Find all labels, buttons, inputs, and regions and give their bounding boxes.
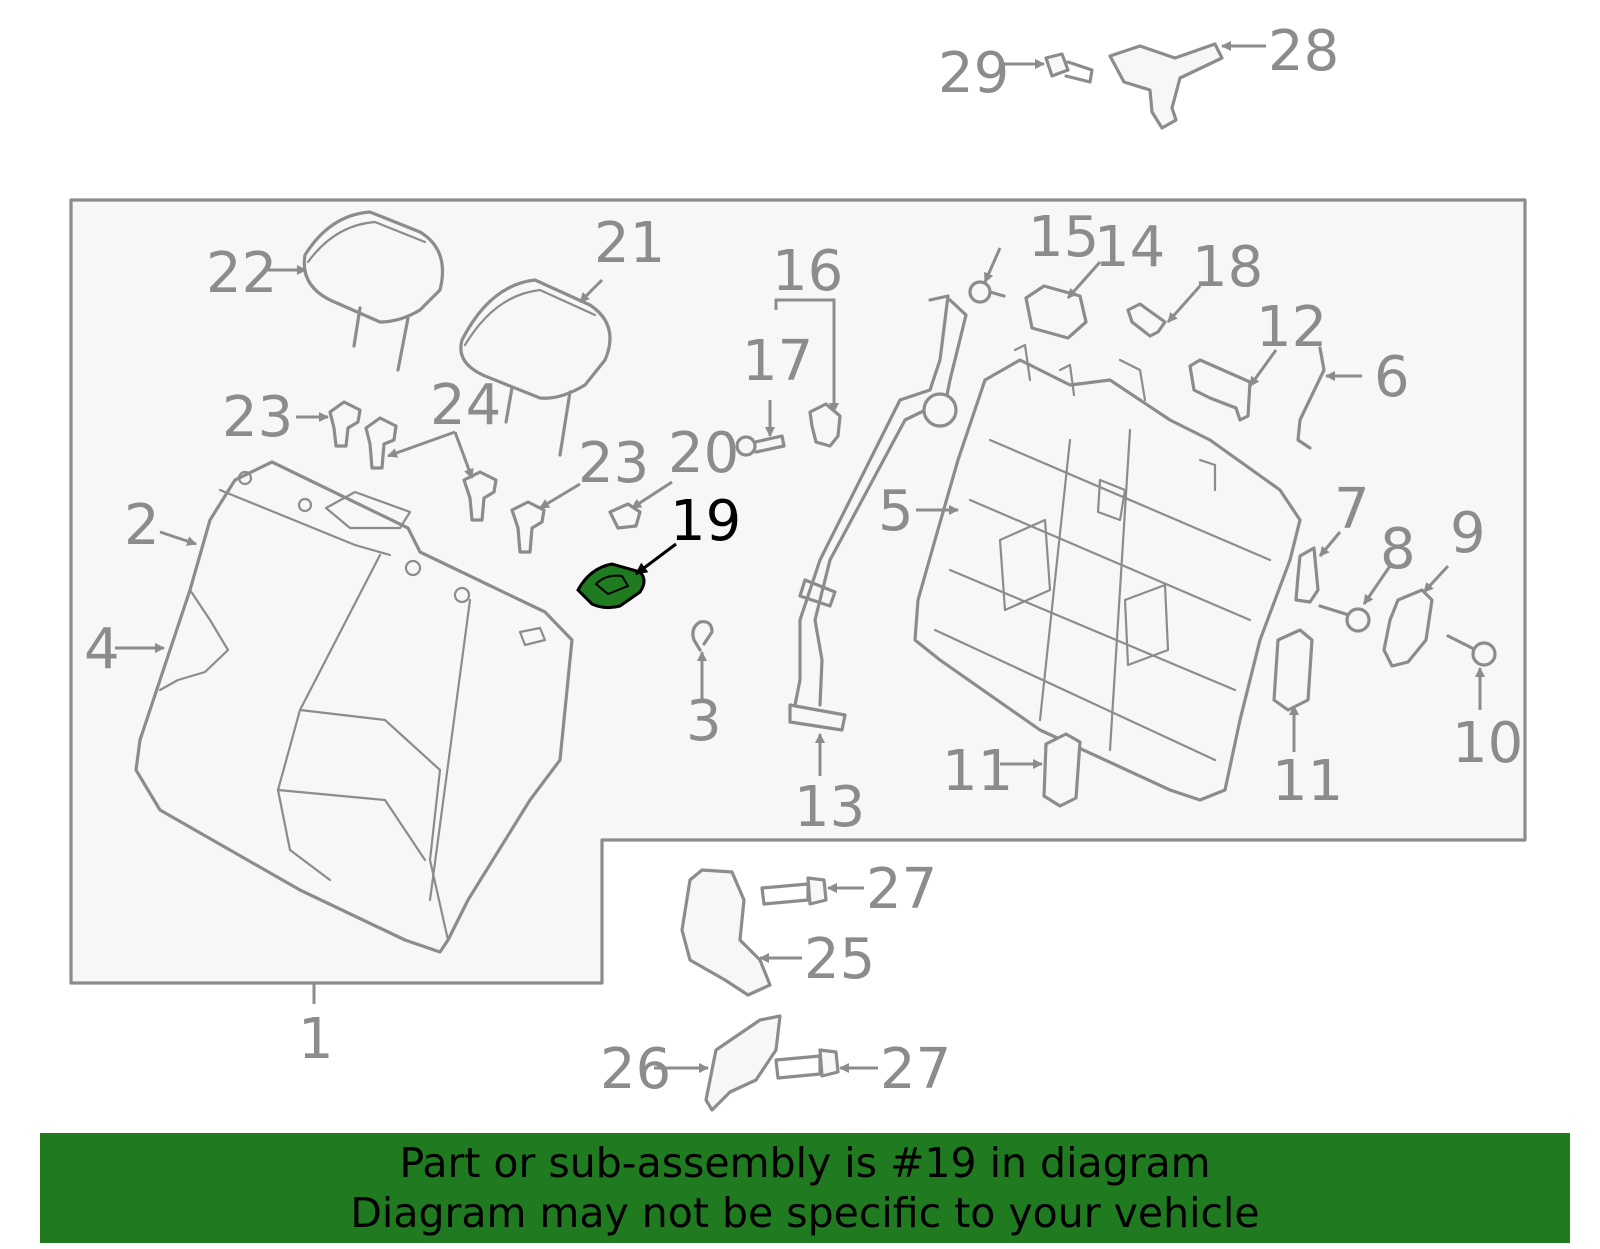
callout-13: 13 — [794, 775, 865, 840]
callout-27a: 27 — [866, 857, 937, 922]
headrest-guide-24a — [364, 416, 398, 470]
seatback-cushion — [134, 460, 574, 954]
headrest-22 — [302, 210, 445, 372]
leader-lines — [115, 41, 1485, 1073]
headrest-guide-23a — [328, 400, 362, 448]
callout-9: 9 — [1450, 501, 1486, 566]
bolt-10 — [1446, 634, 1497, 667]
callout-18: 18 — [1192, 235, 1263, 300]
bolt-29 — [1044, 52, 1094, 84]
clip-18 — [1126, 302, 1167, 338]
bolt-27a — [760, 876, 828, 906]
callout-6: 6 — [1374, 345, 1410, 410]
hinge-9 — [1382, 588, 1434, 668]
cover-11b — [1272, 628, 1314, 712]
callout-11a: 11 — [942, 739, 1013, 804]
callout-16: 16 — [772, 239, 843, 304]
callout-23b: 23 — [578, 431, 649, 496]
callout-2: 2 — [124, 493, 160, 558]
cover-12 — [1188, 358, 1252, 422]
bracket-25 — [680, 868, 772, 997]
callout-21: 21 — [594, 211, 665, 276]
cap-20 — [608, 502, 642, 530]
cover-11a — [1042, 732, 1082, 808]
callout-labels: 22 21 23 24 23 20 19 2 4 3 17 16 15 14 1… — [84, 19, 1523, 1102]
callout-19: 19 — [670, 489, 741, 554]
bracket-14 — [1024, 284, 1088, 340]
info-banner: Part or sub-assembly is #19 in diagram D… — [40, 1133, 1570, 1243]
bracket-7 — [1294, 546, 1320, 604]
headrest-guide-24b — [462, 470, 498, 522]
callout-10: 10 — [1452, 711, 1523, 776]
rod-6 — [1296, 346, 1326, 450]
bolt-17 — [735, 434, 786, 457]
callout-8: 8 — [1380, 517, 1416, 582]
callout-20: 20 — [668, 421, 739, 486]
clip-16 — [808, 402, 842, 448]
callout-28: 28 — [1268, 19, 1339, 84]
banner-line-2: Diagram may not be specific to your vehi… — [350, 1189, 1260, 1237]
callout-4: 4 — [84, 617, 120, 682]
bolt-8 — [1318, 604, 1371, 633]
bolt-27b — [774, 1048, 840, 1080]
callout-3: 3 — [686, 689, 722, 754]
callout-26: 26 — [600, 1037, 671, 1102]
banner-line-1: Part or sub-assembly is #19 in diagram — [399, 1139, 1211, 1187]
callout-5: 5 — [878, 479, 914, 544]
headrest-21 — [459, 278, 612, 457]
headrest-guide-23b — [510, 500, 546, 554]
callout-15: 15 — [1028, 205, 1099, 270]
hook-3 — [691, 620, 714, 652]
seatbelt-13 — [788, 294, 968, 732]
callout-12: 12 — [1256, 295, 1327, 360]
callout-17: 17 — [742, 329, 813, 394]
callout-24: 24 — [430, 373, 501, 438]
part-19-highlighted — [576, 562, 646, 610]
callout-25: 25 — [804, 927, 875, 992]
callout-1: 1 — [298, 1007, 334, 1072]
callout-23a: 23 — [222, 385, 293, 450]
callout-22: 22 — [206, 241, 277, 306]
bracket-28 — [1108, 42, 1224, 130]
callout-27b: 27 — [880, 1037, 951, 1102]
callout-29: 29 — [938, 41, 1009, 106]
callout-14: 14 — [1094, 215, 1165, 280]
clip-15 — [968, 280, 1006, 304]
seat-frame-5 — [913, 343, 1302, 802]
callout-7: 7 — [1334, 477, 1370, 542]
bracket-26 — [704, 1014, 782, 1112]
callout-11b: 11 — [1272, 749, 1343, 814]
